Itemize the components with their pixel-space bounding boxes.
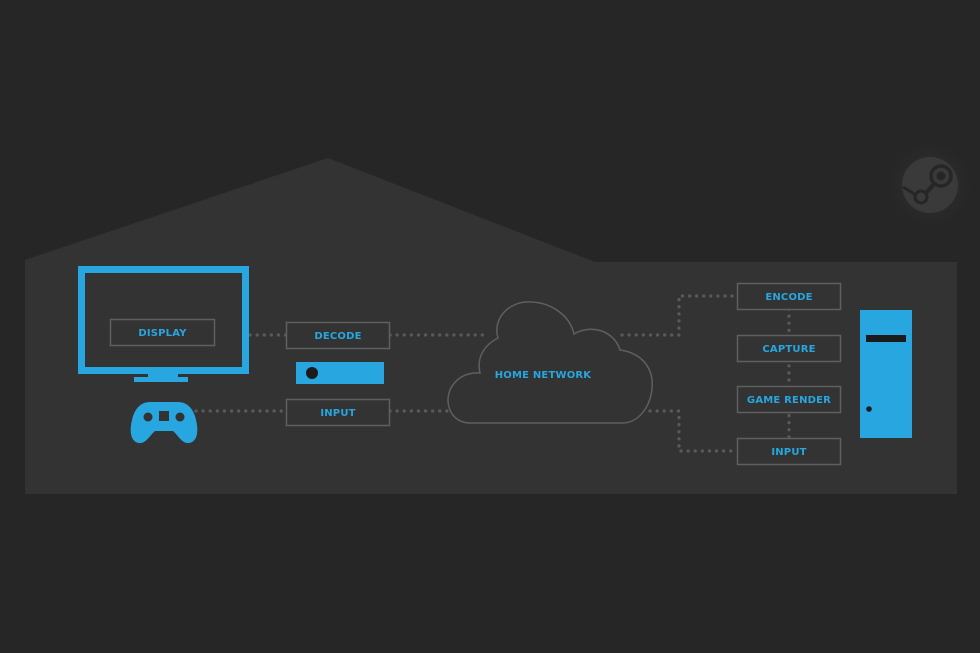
home-network-label: HOME NETWORK [495, 370, 593, 381]
connector-cloud-encode [620, 294, 739, 337]
pc-tower-icon [860, 310, 912, 438]
host-stage-encode: ENCODE [736, 282, 842, 311]
client-input-label: INPUT [320, 408, 355, 419]
host-input-label: INPUT [771, 447, 806, 458]
gamepad-icon [130, 402, 198, 444]
host-stage-game-render: GAME RENDER [736, 385, 842, 414]
connector-cloud-input [648, 409, 739, 453]
capture-label: CAPTURE [762, 344, 815, 355]
host-stage-input: INPUT [736, 437, 842, 466]
encode-label: ENCODE [765, 292, 812, 303]
host-stage-capture: CAPTURE [736, 334, 842, 363]
house-shape [25, 158, 957, 494]
decode-label: DECODE [314, 331, 361, 342]
steam-link-box-icon [296, 362, 384, 384]
decode-box: DECODE [285, 321, 391, 350]
game-render-label: GAME RENDER [747, 395, 831, 406]
cloud-icon [447, 301, 653, 424]
connectors [194, 294, 791, 453]
monitor-icon [78, 266, 249, 382]
steam-logo-icon [882, 137, 978, 233]
display-box: DISPLAY [109, 318, 216, 347]
display-label: DISPLAY [138, 328, 187, 339]
client-input-box: INPUT [285, 398, 391, 427]
